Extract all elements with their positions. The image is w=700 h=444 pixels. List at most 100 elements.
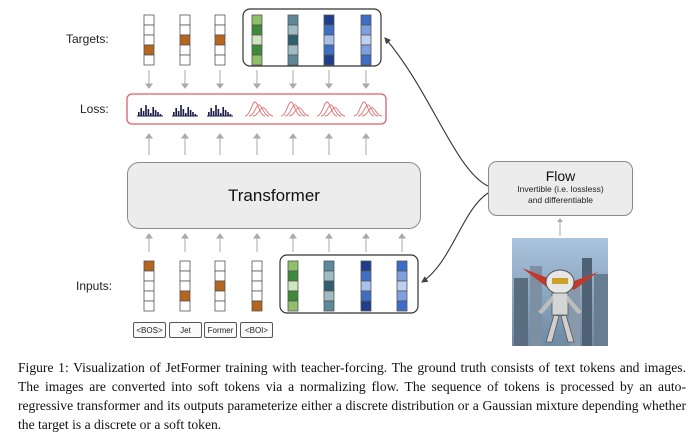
token-cell <box>179 290 191 302</box>
loss-icons <box>137 101 383 117</box>
token-cell <box>251 54 263 66</box>
target-token-soft <box>287 14 299 66</box>
token-cell <box>360 300 372 312</box>
target-token-soft <box>323 14 335 66</box>
token-cell <box>360 280 372 292</box>
token-cell <box>143 280 155 292</box>
token-cell <box>251 44 263 56</box>
token-cell <box>251 14 263 26</box>
input-token-bos: <BOS> <box>133 322 166 338</box>
token-cell <box>251 300 263 312</box>
token-cell <box>323 14 335 26</box>
token-cell <box>360 44 372 56</box>
transformer-block: Transformer <box>127 162 421 229</box>
token-cell <box>179 300 191 312</box>
gaussian-mixture-icon <box>316 101 346 117</box>
token-cell <box>143 300 155 312</box>
token-cell <box>143 54 155 66</box>
target-token-discrete <box>214 14 226 66</box>
token-cell <box>251 34 263 46</box>
token-cell <box>143 24 155 36</box>
target-loss-arrows <box>145 70 370 89</box>
token-cell <box>143 34 155 46</box>
token-cell <box>323 34 335 46</box>
flow-block: Flow Invertible (i.e. lossless) and diff… <box>488 161 633 216</box>
token-cell <box>179 14 191 26</box>
token-cell <box>143 270 155 282</box>
token-cell <box>396 300 408 312</box>
transformer-loss-arrows <box>145 133 370 155</box>
token-cell <box>143 14 155 26</box>
input-token-discrete <box>251 260 263 312</box>
token-cell <box>360 34 372 46</box>
token-cell <box>287 44 299 56</box>
token-cell <box>396 260 408 272</box>
token-cell <box>214 24 226 36</box>
inputs-image-group <box>279 254 419 314</box>
token-cell <box>323 280 335 292</box>
token-cell <box>251 260 263 272</box>
token-cell <box>323 300 335 312</box>
target-token-soft <box>360 14 372 66</box>
input-tokens <box>143 260 408 312</box>
flow-subtitle-line2: and differentiable <box>527 195 594 205</box>
token-cell <box>287 270 299 282</box>
token-cell <box>179 54 191 66</box>
flow-title: Flow <box>545 168 576 184</box>
flow-to-targets-arrow <box>384 37 489 187</box>
token-cell <box>287 260 299 272</box>
token-cell <box>251 24 263 36</box>
token-cell <box>214 300 226 312</box>
input-token-jet: Jet <box>169 322 202 338</box>
token-cell <box>287 24 299 36</box>
target-token-soft <box>251 14 263 66</box>
token-cell <box>214 54 226 66</box>
input-token-soft <box>360 260 372 312</box>
token-cell <box>287 54 299 66</box>
input-token-discrete <box>214 260 226 312</box>
token-cell <box>214 290 226 302</box>
token-cell <box>179 34 191 46</box>
token-cell <box>323 24 335 36</box>
token-cell <box>143 290 155 302</box>
token-cell <box>214 44 226 56</box>
token-cell <box>214 270 226 282</box>
token-cell <box>214 14 226 26</box>
token-cell <box>360 14 372 26</box>
gaussian-mixture-icon <box>244 101 274 117</box>
input-token-soft <box>323 260 335 312</box>
transformer-label: Transformer <box>228 185 320 205</box>
caption-text: Figure 1: Visualization of JetFormer tra… <box>18 360 686 432</box>
token-cell <box>360 260 372 272</box>
token-cell <box>179 270 191 282</box>
token-cell <box>396 280 408 292</box>
input-token-soft <box>287 260 299 312</box>
gaussian-mixture-icon <box>280 101 310 117</box>
token-cell <box>214 280 226 292</box>
target-token-discrete <box>179 14 191 66</box>
token-cell <box>360 270 372 282</box>
token-cell <box>360 290 372 302</box>
token-cell <box>214 260 226 272</box>
loss-box <box>126 93 387 125</box>
token-cell <box>179 24 191 36</box>
targets-label: Targets: <box>66 32 109 46</box>
robot-image <box>512 238 608 346</box>
token-cell <box>287 280 299 292</box>
input-token-former: Former <box>204 322 237 338</box>
flow-to-inputs-arrow <box>421 192 489 283</box>
flow-subtitle-line1: Invertible (i.e. lossless) <box>517 184 604 194</box>
token-cell <box>396 290 408 302</box>
token-cell <box>323 260 335 272</box>
target-token-discrete <box>143 14 155 66</box>
token-cell <box>143 260 155 272</box>
gaussian-mixture-icon <box>353 101 383 117</box>
token-cell <box>323 270 335 282</box>
token-cell <box>287 34 299 46</box>
input-token-discrete <box>179 260 191 312</box>
token-cell <box>214 34 226 46</box>
target-tokens <box>143 14 372 66</box>
token-cell <box>179 260 191 272</box>
token-cell <box>179 280 191 292</box>
